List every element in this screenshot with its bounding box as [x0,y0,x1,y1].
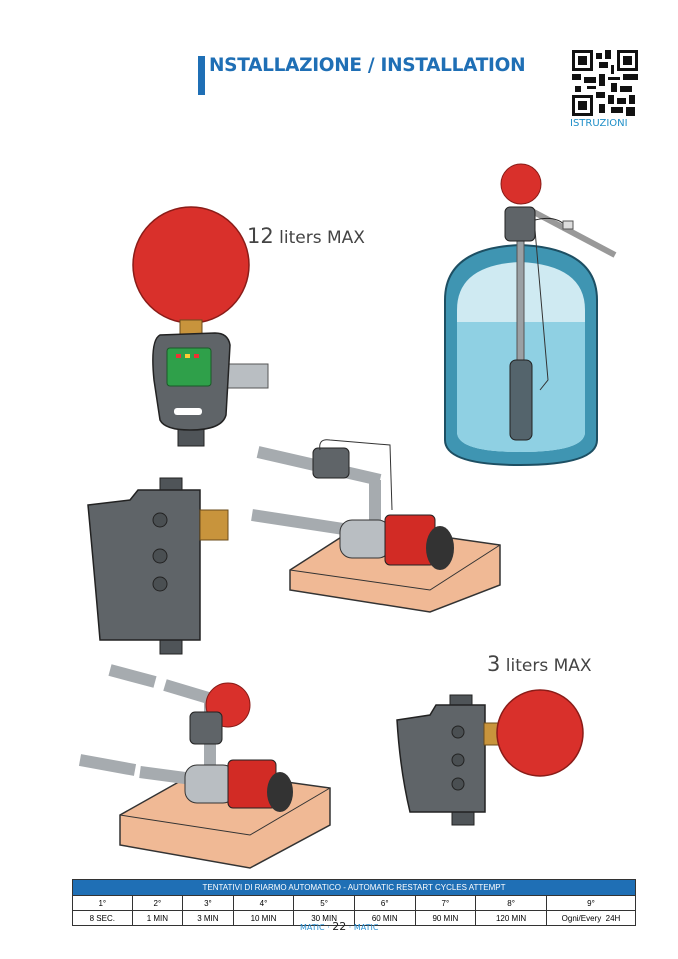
attempt-cell: 7° [414,895,477,911]
interval-cell: 8 SEC. [72,910,133,926]
title-accent-bar [198,56,205,95]
capacity-label-12l: 12 liters MAX [247,224,365,248]
interval-cell: 10 MIN [232,910,295,926]
interval-cell: 90 MIN [414,910,477,926]
interval-cell: 30 MIN [293,910,355,926]
footer-brand: MATIC · [300,923,333,932]
qr-code[interactable] [572,50,638,116]
capacity-number: 12 [247,224,274,248]
water-tank-install [444,163,617,467]
controller-front-with-tank [132,206,269,447]
capacity-label-3l: 3 liters MAX [487,652,592,676]
capacity-unit: liters MAX [500,656,592,676]
attempt-cell: 1° [72,895,133,911]
attempt-cell: 6° [353,895,416,911]
qr-label: ISTRUZIONI [570,118,628,129]
interval-cell: 60 MIN [353,910,416,926]
interval-cell: 3 MIN [182,910,234,926]
interval-cell: 1 MIN [131,910,184,926]
interval-cell: 120 MIN [475,910,547,926]
controller-side-view [87,477,229,655]
restart-cycles-table: TENTATIVI DI RIARMO AUTOMATICO - AUTOMAT… [72,879,636,926]
table-row-intervals: 8 SEC. 1 MIN 3 MIN 10 MIN 30 MIN 60 MIN … [72,910,636,926]
pump-with-tank-install [78,664,331,869]
attempt-cell: 4° [232,895,295,911]
attempt-cell: 5° [293,895,355,911]
installation-illustrations [78,163,617,869]
table-title: TENTATIVI DI RIARMO AUTOMATICO - AUTOMAT… [72,879,636,896]
table-row-attempts: 1° 2° 3° 4° 5° 6° 7° 8° 9° [72,895,636,911]
footer-brand: · MATIC [346,923,379,932]
attempt-cell: 3° [182,895,234,911]
interval-cell: Ogni/Every 24H [546,910,636,926]
attempt-cell: 9° [546,895,636,911]
page-number: 22 [332,920,347,933]
page-footer: MATIC · 22 · MATIC [300,920,378,933]
controller-side-with-small-tank [396,689,584,826]
attempt-cell: 8° [475,895,547,911]
capacity-number: 3 [487,652,501,676]
attempt-cell: 2° [131,895,184,911]
page-title: NSTALLAZIONE / INSTALLATION [209,55,526,76]
capacity-unit: liters MAX [273,228,365,248]
surface-pump-install [251,439,501,613]
